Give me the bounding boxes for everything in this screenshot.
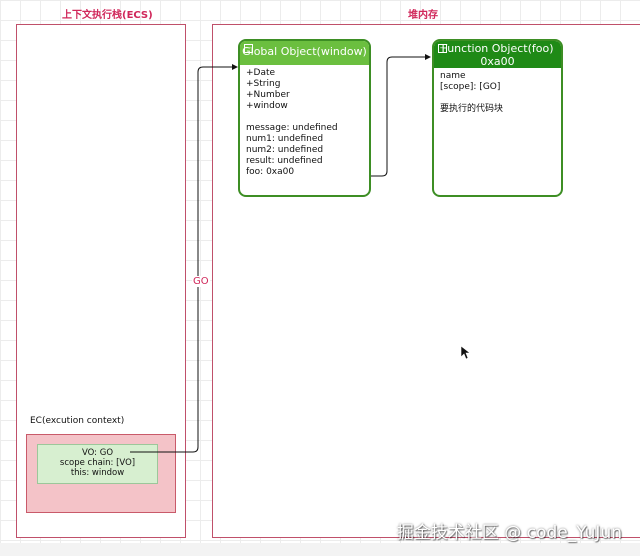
function-object-box: − Function Object(foo) 0xa00 name [scope… [432, 39, 563, 197]
collapse-icon[interactable]: − [244, 44, 253, 53]
var-result: result: undefined [246, 156, 323, 166]
fn-name: name [440, 71, 466, 81]
fn-code: 要执行的代码块 [440, 104, 504, 114]
go-arrow [130, 64, 238, 453]
builtin-string: +String [246, 79, 281, 89]
var-num1: num1: undefined [246, 134, 324, 144]
this-line: this: window [70, 468, 125, 478]
global-object-body: +Date +String +Number +window message: u… [240, 65, 369, 181]
variable-object-box: VO: GO scope chain: [VO] this: window [37, 444, 158, 484]
builtin-date: +Date [246, 68, 276, 78]
var-message: message: undefined [246, 123, 338, 133]
mouse-cursor-icon [461, 346, 471, 360]
fn-scope: [scope]: [GO] [440, 82, 501, 92]
stack-title: 上下文执行栈(ECS) [62, 10, 153, 21]
function-object-body: name [scope]: [GO] 要执行的代码块 [434, 68, 561, 118]
heap-title: 堆内存 [408, 10, 438, 21]
global-object-header: − Global Object(window) [240, 41, 369, 65]
vo-line: VO: GO [81, 448, 114, 458]
watermark: 掘金技术社区 @ code_YuJun [396, 523, 622, 543]
builtin-window: +window [246, 101, 288, 111]
ec-label: EC(excution context) [30, 416, 125, 426]
function-object-title: Function Object(foo) [441, 42, 554, 55]
collapse-icon[interactable]: − [438, 44, 447, 53]
scope-chain-line: scope chain: [VO] [59, 458, 136, 468]
go-arrow-label: GO [192, 276, 210, 287]
function-object-address: 0xa00 [480, 55, 515, 68]
foo-arrow [283, 54, 431, 177]
function-object-header: − Function Object(foo) 0xa00 [434, 41, 561, 68]
builtin-number: +Number [246, 90, 290, 100]
global-object-box: − Global Object(window) +Date +String +N… [238, 39, 371, 197]
bottom-bar [0, 543, 640, 556]
var-num2: num2: undefined [246, 145, 324, 155]
global-object-title: Global Object(window) [242, 45, 367, 58]
var-foo: foo: 0xa00 [246, 167, 295, 177]
